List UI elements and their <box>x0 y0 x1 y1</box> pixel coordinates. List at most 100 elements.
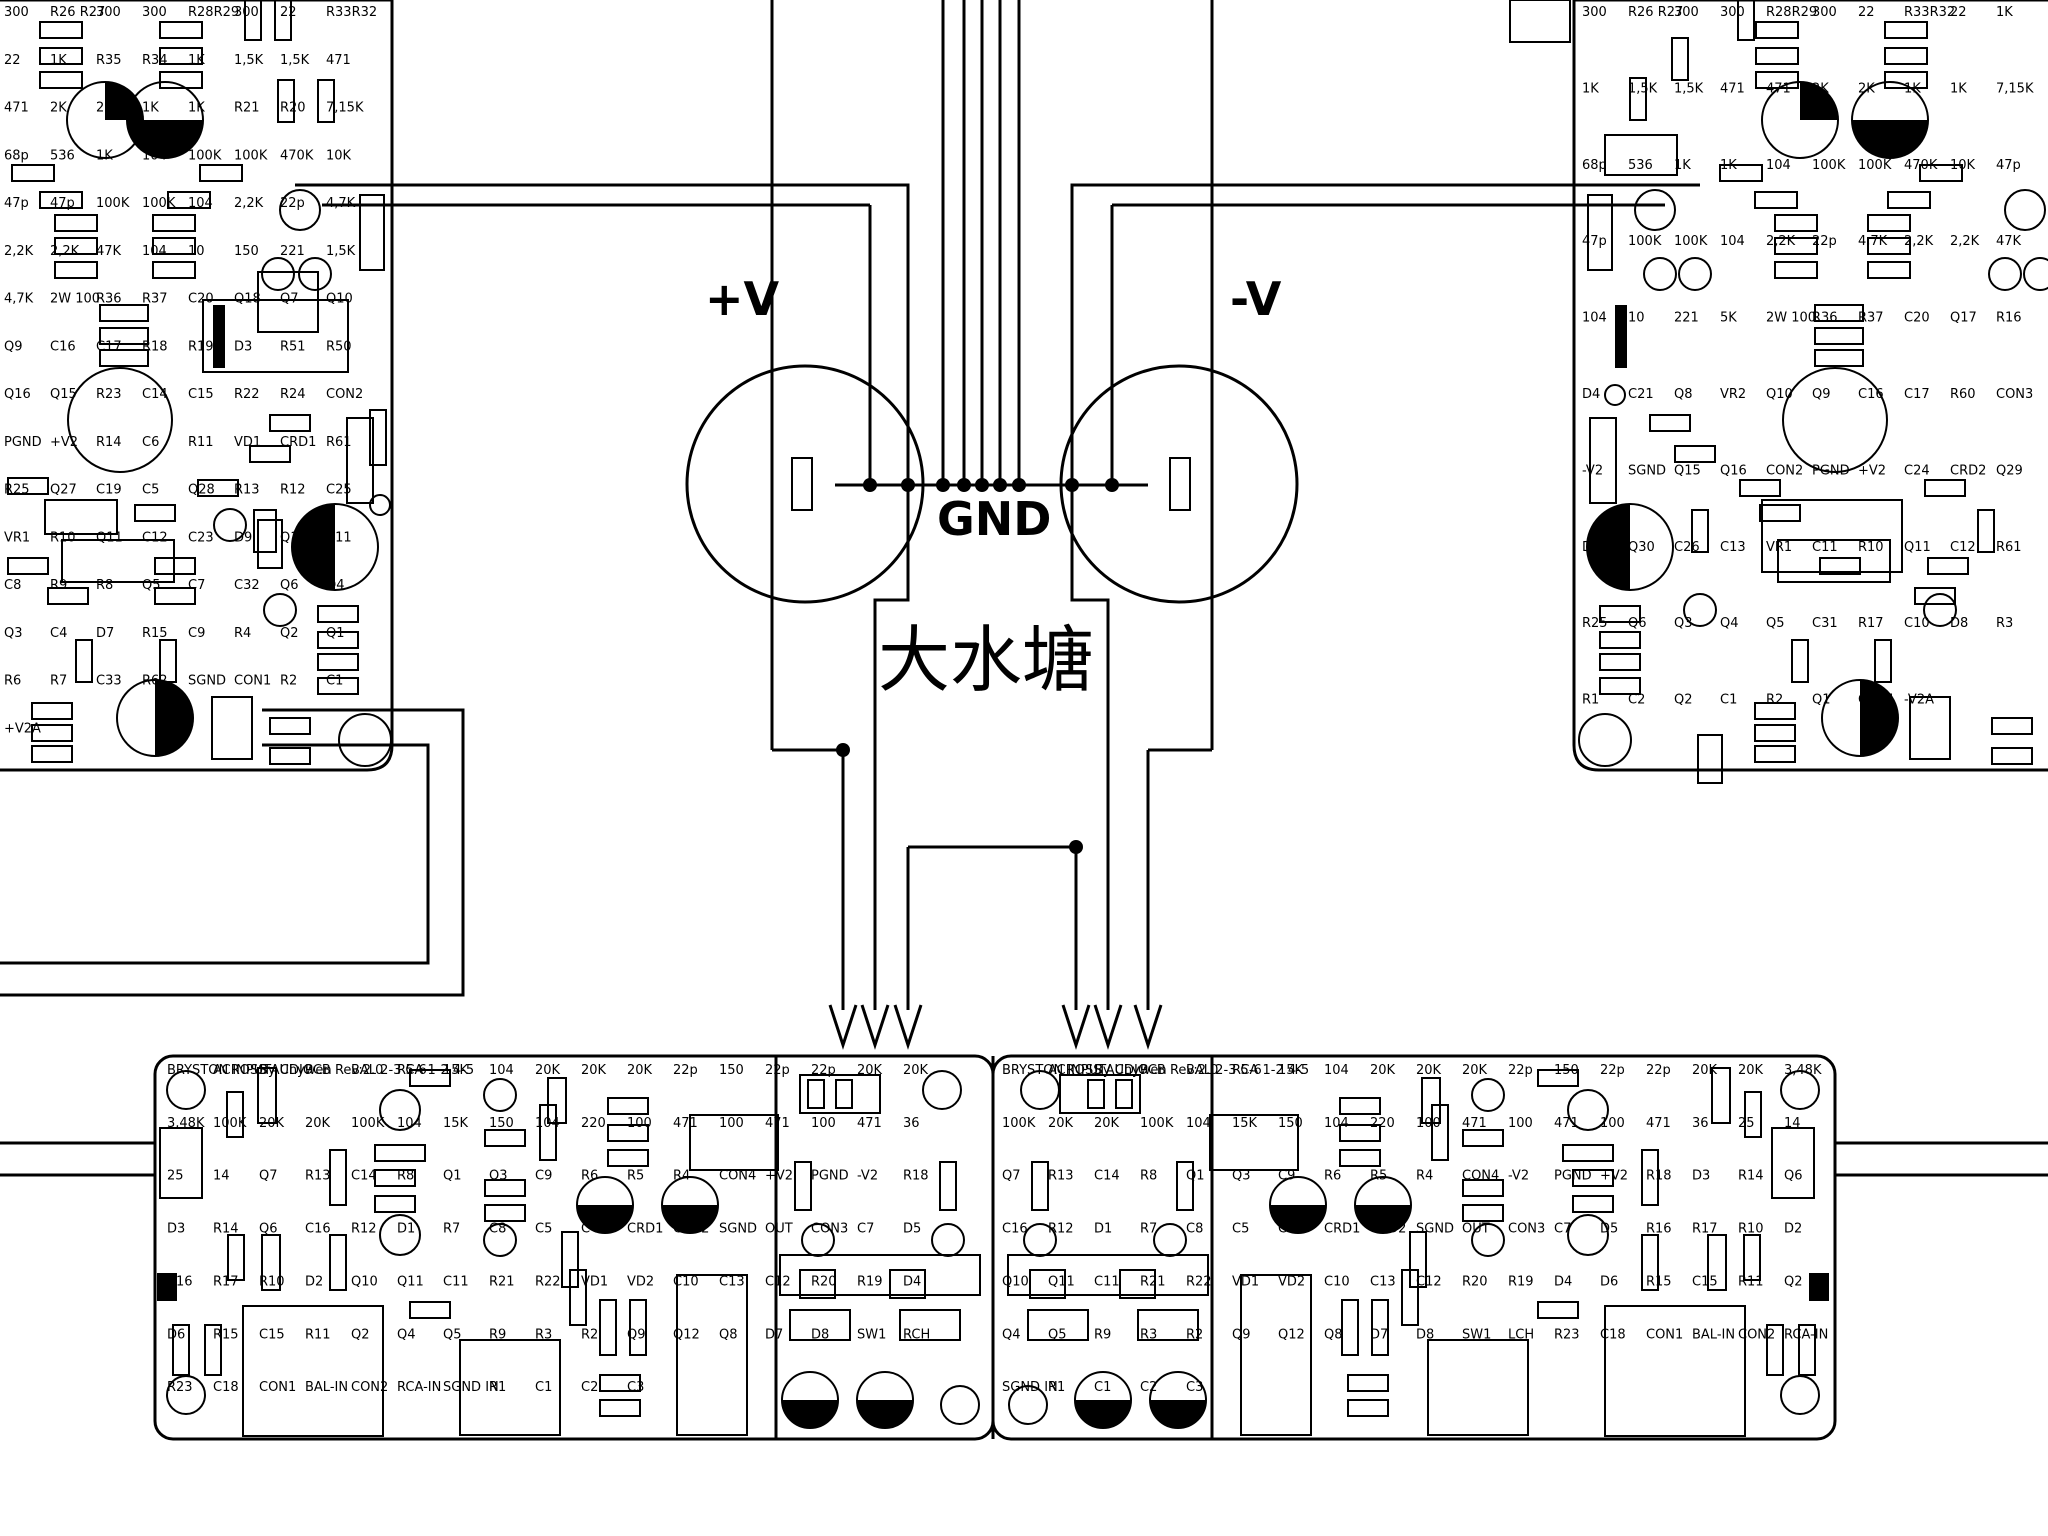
component-label: C8 <box>489 1222 506 1237</box>
component-label: 300 <box>1812 5 1837 20</box>
component-label: R28R29 <box>1766 5 1817 20</box>
component-label: Q11 <box>1904 540 1931 555</box>
component-label: D4 <box>903 1274 921 1289</box>
component-label: 15K <box>443 1063 469 1078</box>
component-label: R25 <box>4 483 30 498</box>
component-label: 1K <box>1996 5 2013 20</box>
component-label: C13 <box>1370 1274 1396 1289</box>
component-label: VD1 <box>581 1274 608 1289</box>
component-label: Q5 <box>1048 1327 1067 1342</box>
component-label: 2K <box>1858 81 1875 96</box>
minus-v-label: -V <box>1230 272 1282 326</box>
component-label: Q11 <box>397 1274 424 1289</box>
component-label: VD1 <box>1232 1274 1259 1289</box>
component-label: ACROSS AUDIO <box>1048 1063 1148 1078</box>
component-label: 100K <box>1858 158 1892 173</box>
component-label: R36 <box>96 292 122 307</box>
component-label: 36 <box>1692 1116 1709 1131</box>
component-label: R17 <box>1692 1222 1718 1237</box>
component-label: Q11 <box>1048 1274 1075 1289</box>
component-label: -V2 <box>1508 1169 1529 1184</box>
component-label: SGND IN <box>1002 1380 1058 1395</box>
component-label: R17 <box>213 1274 239 1289</box>
component-label: D6 <box>1600 1274 1618 1289</box>
component-label: VR1 <box>1766 540 1792 555</box>
component-label: R50 <box>326 339 352 354</box>
component-label: 100 <box>1600 1116 1625 1131</box>
component-label: 10 <box>1628 311 1645 326</box>
component-label: D8 <box>1950 616 1968 631</box>
component-label: R1 <box>1048 1380 1065 1395</box>
component-label: 300 <box>4 5 29 20</box>
component-label: +V2 <box>1858 463 1886 478</box>
component-label: ACROSS AUDIO <box>213 1063 313 1078</box>
component-label: 1,5K <box>1628 81 1658 96</box>
component-label: 104 <box>142 244 167 259</box>
component-label: +V2 <box>1600 1169 1628 1184</box>
component-label: 4,7K <box>1858 234 1888 249</box>
component-label: 2K <box>96 101 113 116</box>
component-label: R1 <box>1582 693 1599 708</box>
component-label: CON3 <box>811 1222 848 1237</box>
component-label: C13 <box>719 1274 745 1289</box>
component-label: -V2 <box>1582 463 1603 478</box>
component-label: R37 <box>142 292 168 307</box>
component-label: CON1 <box>1858 693 1895 708</box>
component-label: 1K <box>188 53 205 68</box>
component-label: CON4 <box>1462 1169 1499 1184</box>
component-label: 14 <box>213 1169 230 1184</box>
component-label: C4 <box>581 1222 598 1237</box>
component-label: 100 <box>1508 1116 1533 1131</box>
component-label: 5K <box>1720 311 1737 326</box>
component-label: C31 <box>1812 616 1838 631</box>
component-label: 1K <box>50 53 67 68</box>
component-label: R13 <box>1048 1169 1074 1184</box>
component-label: RCA 1-2 4-5 <box>1232 1063 1309 1078</box>
component-label: 20K <box>1048 1116 1074 1131</box>
component-label: R22 <box>1186 1274 1212 1289</box>
component-label: R33R32 <box>326 5 377 20</box>
component-label: Q29 <box>1996 463 2023 478</box>
component-label: CON1 <box>234 674 271 689</box>
component-label: 20K <box>627 1063 653 1078</box>
component-label: C20 <box>188 292 214 307</box>
component-label: 2,2K <box>1950 234 1980 249</box>
component-label: C5 <box>1232 1222 1249 1237</box>
component-label: 1K <box>1950 81 1967 96</box>
component-label: C9 <box>1278 1169 1295 1184</box>
component-label: R11 <box>1738 1274 1764 1289</box>
component-label: R21 <box>489 1274 515 1289</box>
component-label: 104 <box>397 1116 422 1131</box>
component-label: D3 <box>1692 1169 1710 1184</box>
component-label: R8 <box>96 578 113 593</box>
component-label: 471 <box>4 101 29 116</box>
component-label: R21 <box>234 101 260 116</box>
component-label: D5 <box>903 1222 921 1237</box>
component-label: 20K <box>1462 1063 1488 1078</box>
component-label: PGND <box>1554 1169 1592 1184</box>
component-label: -V2A <box>1904 693 1934 708</box>
component-label: C16 <box>1858 387 1884 402</box>
component-label: 300 <box>234 5 259 20</box>
component-label: R28R29 <box>188 5 239 20</box>
component-label: 471 <box>673 1116 698 1131</box>
component-label: 300 <box>1674 5 1699 20</box>
component-label: CRD2 <box>673 1222 709 1237</box>
component-label: 10 <box>188 244 205 259</box>
component-label: Q9 <box>627 1327 646 1342</box>
component-label: R3 <box>1140 1327 1157 1342</box>
component-label: LCH <box>1508 1327 1534 1342</box>
component-label: C11 <box>1812 540 1838 555</box>
junction-dots <box>836 478 1119 854</box>
component-label: R4 <box>1416 1169 1433 1184</box>
component-label: BAL 2-3 5-6 <box>351 1063 427 1078</box>
component-label: 150 <box>1278 1116 1303 1131</box>
component-label: R23 <box>1554 1327 1580 1342</box>
component-label: BAL 2-3 5-6 <box>1186 1063 1262 1078</box>
component-label: C10 <box>1324 1274 1350 1289</box>
component-label: 470K <box>280 148 314 163</box>
component-label: C11 <box>1094 1274 1120 1289</box>
component-label: SGND <box>1628 463 1666 478</box>
component-label: CRD1 <box>280 435 316 450</box>
